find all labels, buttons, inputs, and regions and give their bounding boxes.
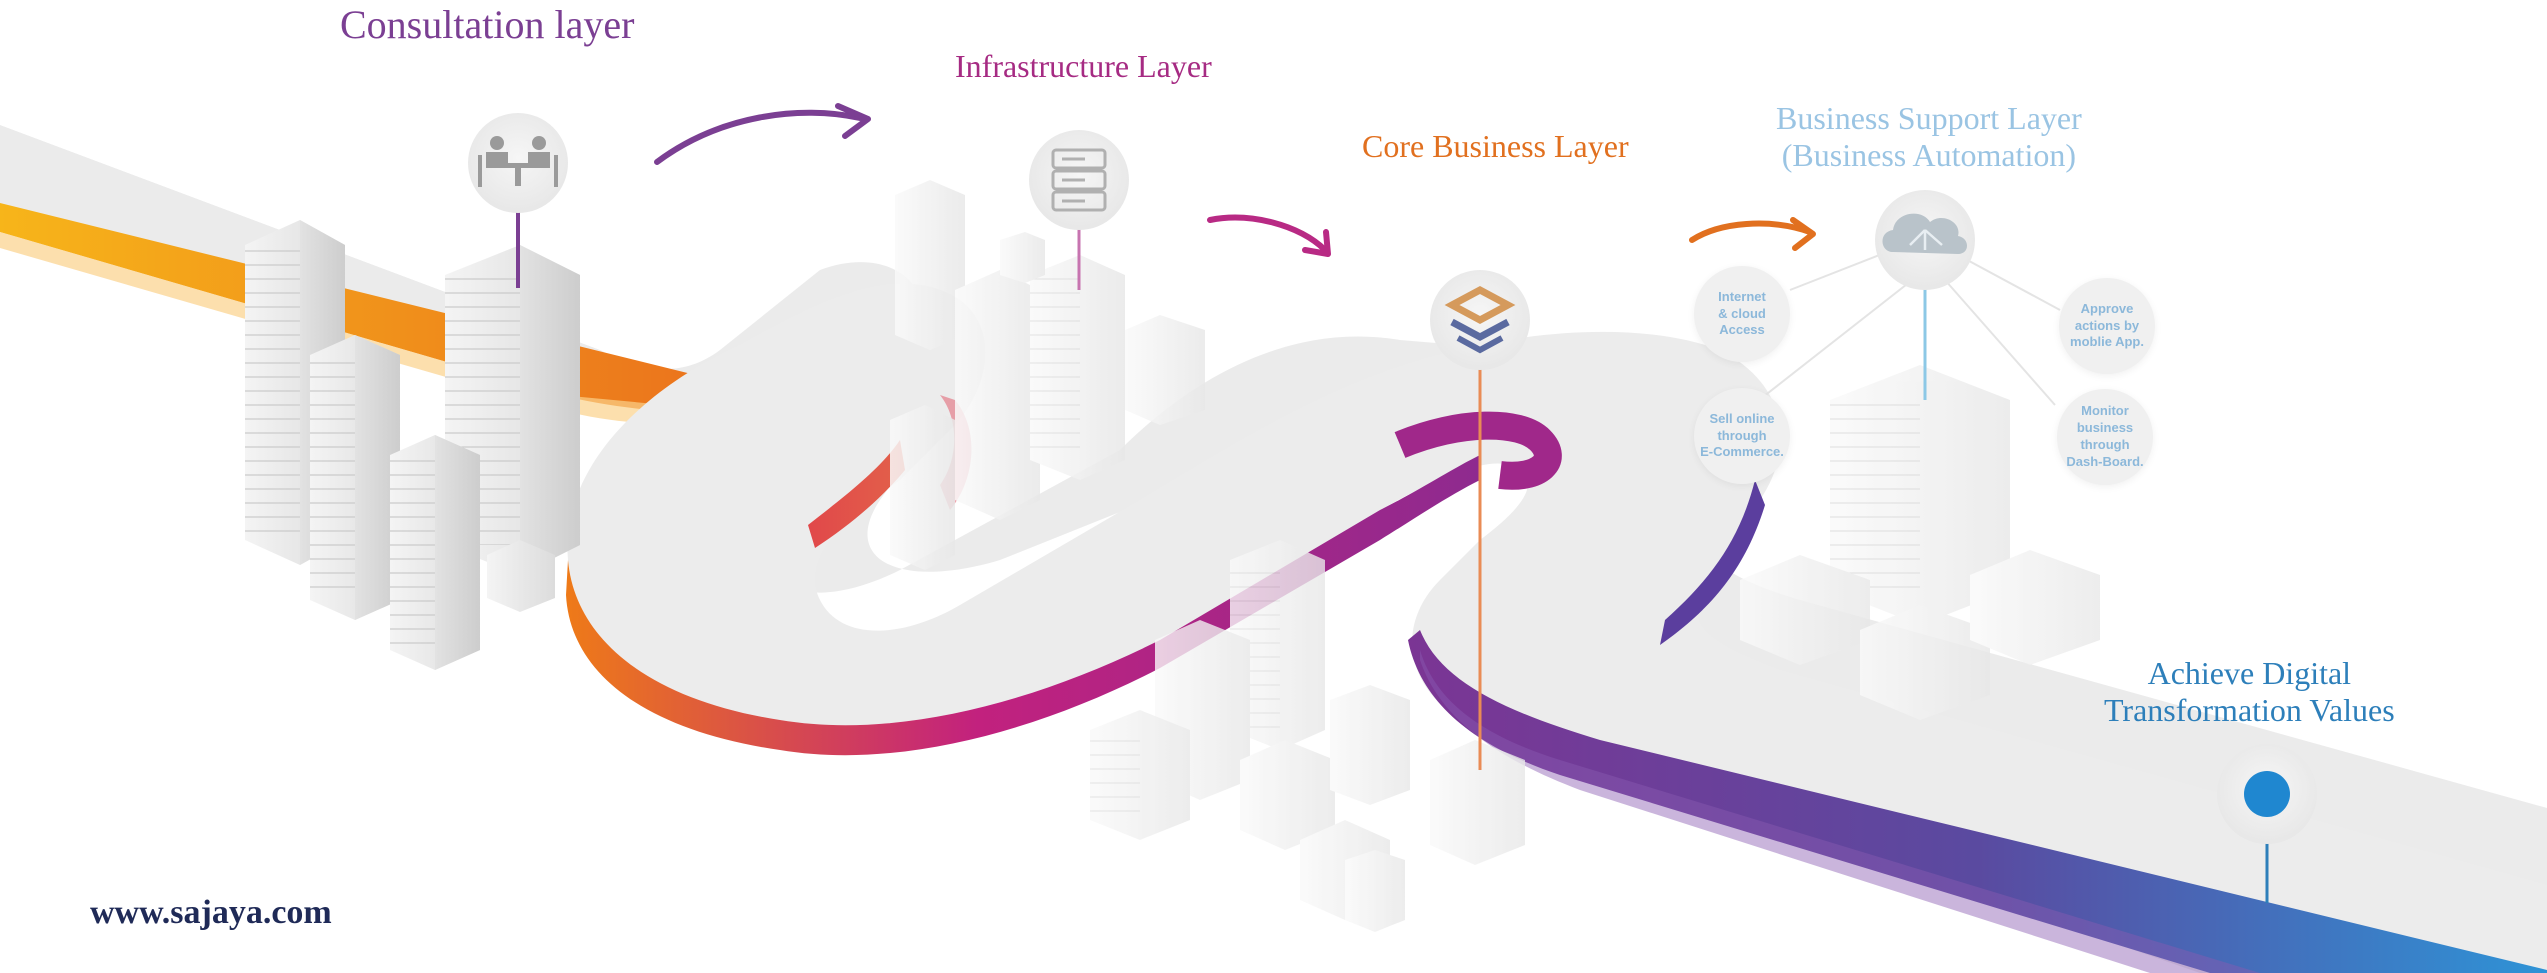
business-support-line-1: Business Support Layer xyxy=(1776,100,2082,136)
feature-approve-line: moblie App. xyxy=(2070,334,2144,350)
feature-sell-line: E-Commerce. xyxy=(1700,444,1784,460)
website-url[interactable]: www.sajaya.com xyxy=(90,894,332,931)
feature-connectors xyxy=(1739,244,2061,416)
arrow-infra-to-core xyxy=(1207,214,1328,253)
feature-internet: Internet & cloud Access xyxy=(1694,266,1790,362)
arrow-consult-to-infra-head xyxy=(835,103,871,139)
sajaya-logo-icon xyxy=(1430,270,1530,370)
arrow-infra-to-core-head xyxy=(1302,229,1331,257)
feature-monitor-line: Monitor xyxy=(2081,403,2129,419)
feature-approve-line: Approve xyxy=(2080,300,2134,316)
feature-internet-line: Internet xyxy=(1718,288,1766,304)
feature-monitor-line: business xyxy=(2076,420,2134,436)
server-icon xyxy=(1029,130,1129,230)
business-support-line-2: (Business Automation) xyxy=(1781,136,2076,173)
arrow-consult-to-infra xyxy=(654,109,863,165)
arrow-core-to-support xyxy=(1689,220,1813,243)
feature-internet-line: & cloud xyxy=(1718,305,1766,321)
feature-monitor: Monitor business through Dash-Board. xyxy=(2057,389,2153,485)
feature-monitor-line: through xyxy=(2080,437,2130,452)
feature-approve-line: actions by xyxy=(2074,317,2140,333)
buildings-middle xyxy=(890,180,1205,570)
feature-internet-line: Access xyxy=(1719,322,1765,338)
core-business-layer-title: Core Business Layer xyxy=(1362,128,1629,164)
achieve-line-1: Achieve Digital xyxy=(2147,655,2352,691)
business-support-layer-title: Business Support Layer (Business Automat… xyxy=(1776,100,2082,174)
meeting-icon xyxy=(468,113,568,213)
achieve-digital-title: Achieve Digital Transformation Values xyxy=(2104,655,2395,729)
feature-sell: Sell online through E-Commerce. xyxy=(1694,388,1790,484)
consultation-layer-title: Consultation layer xyxy=(340,2,635,47)
feature-sell-line: Sell online xyxy=(1709,410,1775,426)
feature-monitor-line: Dash-Board. xyxy=(2066,453,2144,469)
blue-dot-icon xyxy=(2217,744,2317,844)
buildings-left xyxy=(245,220,580,670)
cloud-network-icon xyxy=(1875,190,1975,290)
feature-sell-line: through xyxy=(1717,427,1767,443)
infrastructure-layer-title: Infrastructure Layer xyxy=(955,48,1212,84)
buildings-bottom xyxy=(1090,540,1525,932)
s-road xyxy=(566,283,2547,973)
buildings-right xyxy=(1740,365,2100,720)
achieve-line-2: Transformation Values xyxy=(2104,691,2395,728)
feature-approve: Approve actions by moblie App. xyxy=(2059,278,2155,374)
arrow-core-to-support-head xyxy=(1790,217,1816,251)
